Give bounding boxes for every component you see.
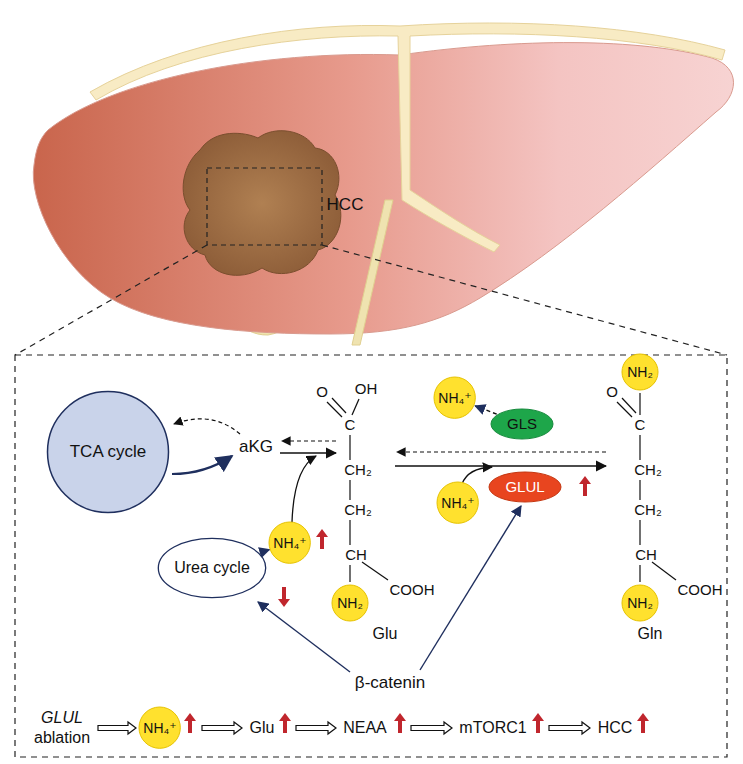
ammonium-circle: NH₄⁺ bbox=[268, 521, 311, 564]
regulation-arrow bbox=[420, 506, 521, 670]
atom-label: CH bbox=[345, 546, 367, 563]
cycle-circle: TCA cycle bbox=[46, 390, 170, 514]
flow-arrow bbox=[292, 456, 316, 522]
zoom-box bbox=[15, 355, 727, 757]
outline-shape bbox=[437, 482, 478, 523]
bile-duct bbox=[352, 200, 393, 345]
increase-arrow bbox=[279, 713, 291, 733]
increase-arrow bbox=[394, 713, 406, 733]
node-text: GLUL bbox=[505, 478, 544, 495]
tumor-label: HCC bbox=[327, 195, 364, 215]
ammonium-circle: NH₄⁺ bbox=[138, 706, 181, 749]
amine-circle: NH₂ bbox=[331, 584, 369, 622]
increase-arrow bbox=[184, 713, 196, 733]
metabolite-label: Gln bbox=[638, 625, 663, 643]
atom-label: O bbox=[316, 383, 328, 400]
tumor bbox=[183, 131, 341, 276]
node-text: NH₄⁺ bbox=[438, 390, 471, 406]
atom-label: CH bbox=[635, 546, 657, 563]
outline-shape bbox=[139, 707, 180, 748]
atom-label: C bbox=[345, 416, 356, 433]
atom-label: COOH bbox=[390, 581, 435, 598]
node-text: GLS bbox=[507, 415, 537, 432]
gene-label: GLUL bbox=[41, 709, 83, 727]
chain-arrow bbox=[98, 722, 136, 734]
outline-shape bbox=[489, 472, 561, 502]
flow-arrow bbox=[395, 465, 606, 466]
ammonium-circle: NH₄⁺ bbox=[433, 376, 476, 419]
chain-label: mTORC1 bbox=[459, 719, 526, 737]
increase-arrow bbox=[637, 713, 649, 733]
outline-shape bbox=[269, 522, 310, 563]
atom-label: CH₂ bbox=[634, 501, 662, 518]
chain-arrow bbox=[549, 722, 590, 734]
cycle-ellipse: Urea cycle bbox=[157, 537, 267, 599]
chain-arrow bbox=[296, 722, 336, 734]
node-text: NH₄⁺ bbox=[143, 720, 176, 736]
zoom-line bbox=[15, 245, 207, 355]
outline-shape bbox=[158, 538, 265, 597]
connector bbox=[475, 406, 497, 414]
outline-shape bbox=[332, 585, 368, 621]
enzyme-ellipse: GLUL bbox=[488, 471, 562, 503]
outline-shape bbox=[622, 585, 658, 621]
atom-label: COOH bbox=[678, 581, 723, 598]
chain-arrow bbox=[202, 722, 242, 734]
flow-arrow bbox=[174, 419, 240, 434]
flow-arrow bbox=[280, 452, 336, 453]
metabolite-label: aKG bbox=[239, 437, 273, 457]
flow-arrow bbox=[282, 440, 336, 441]
increase-arrow bbox=[532, 713, 544, 733]
liver bbox=[33, 43, 733, 334]
outline-shape bbox=[491, 409, 553, 439]
atom-label: C bbox=[635, 416, 646, 433]
chain-arrow bbox=[411, 722, 452, 734]
decrease-arrow bbox=[278, 587, 290, 607]
enzyme-ellipse: GLS bbox=[490, 408, 554, 440]
node-text: NH₂ bbox=[337, 595, 363, 611]
outline-shape bbox=[48, 392, 169, 513]
increase-arrow bbox=[316, 529, 328, 549]
outline-shape bbox=[434, 377, 475, 418]
atom-label: CH₂ bbox=[344, 461, 372, 478]
atom-label: OH bbox=[355, 380, 378, 397]
node-text: Urea cycle bbox=[174, 559, 250, 577]
atom-label: CH₂ bbox=[344, 501, 372, 518]
flow-arrow bbox=[172, 456, 232, 474]
bond bbox=[327, 393, 676, 582]
flow-arrow bbox=[462, 467, 492, 484]
ammonium-circle: NH₄⁺ bbox=[436, 481, 479, 524]
atom-label: CH₂ bbox=[634, 461, 662, 478]
connector bbox=[260, 550, 270, 553]
chain-label: Glu bbox=[250, 719, 275, 737]
node-text: TCA cycle bbox=[70, 442, 147, 462]
gene-label: ablation bbox=[34, 729, 90, 747]
node-text: NH₄⁺ bbox=[441, 495, 474, 511]
zoom-frame bbox=[207, 168, 322, 245]
amine-circle: NH₂ bbox=[621, 353, 659, 391]
regulator-label: β-catenin bbox=[355, 673, 425, 693]
metabolite-label: Glu bbox=[373, 625, 398, 643]
flow-arrow bbox=[397, 451, 606, 452]
outline-shape bbox=[622, 354, 658, 390]
atom-label: O bbox=[606, 383, 618, 400]
increase-arrow bbox=[579, 476, 591, 496]
node-text: NH₄⁺ bbox=[273, 535, 306, 551]
chain-label: HCC bbox=[598, 719, 633, 737]
amine-circle: NH₂ bbox=[621, 584, 659, 622]
node-text: NH₂ bbox=[627, 595, 653, 611]
node-text: NH₂ bbox=[627, 364, 653, 380]
chain-label: NEAA bbox=[343, 719, 387, 737]
zoom-line bbox=[322, 245, 727, 355]
